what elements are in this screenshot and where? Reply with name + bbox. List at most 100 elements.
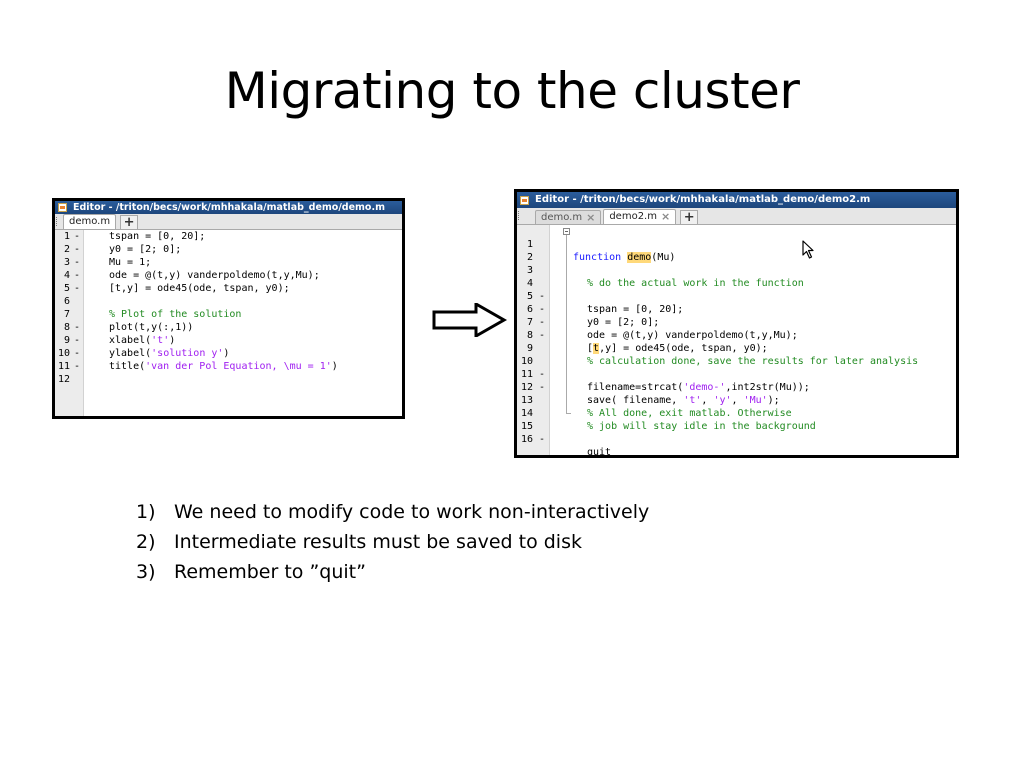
- breakpoint-marker[interactable]: -: [539, 382, 546, 393]
- editor-tab-bar: demo.m +: [55, 214, 402, 230]
- code-token: save( filename,: [587, 395, 684, 406]
- close-tab-icon[interactable]: ×: [660, 210, 671, 223]
- code-text: [t,y] = ode45(ode, tspan, y0);: [109, 283, 290, 294]
- code-text: y0 = [2; 0];: [587, 317, 660, 328]
- line-number: 15: [520, 421, 533, 432]
- tab-grip-icon[interactable]: [56, 217, 59, 226]
- breakpoint-marker[interactable]: -: [74, 283, 81, 294]
- code-text: ode = @(t,y) vanderpoldemo(t,y,Mu);: [109, 270, 320, 281]
- matlab-editor-icon: [520, 195, 529, 205]
- list-number: 3): [136, 561, 156, 583]
- code-text: ylabel('solution y'): [109, 347, 229, 360]
- line-number: 1: [526, 239, 533, 250]
- code-token: ,int2str(Mu));: [725, 382, 810, 393]
- fold-collapse-icon[interactable]: [563, 228, 570, 235]
- code-line: 12: [55, 373, 402, 386]
- string-token: 't': [151, 335, 170, 346]
- line-number: 8: [526, 330, 533, 341]
- list-item: 3) Remember to ”quit”: [136, 557, 649, 587]
- editor-tab-bar: demo.m × demo2.m × +: [517, 208, 956, 225]
- breakpoint-marker[interactable]: -: [539, 434, 546, 445]
- highlighted-token: t: [593, 343, 600, 354]
- code-text: plot(t,y(:,1)): [109, 322, 194, 333]
- breakpoint-marker[interactable]: -: [539, 369, 546, 380]
- breakpoint-marker[interactable]: -: [74, 231, 81, 242]
- code-line: 6 - ode = @(t,y) vanderpoldemo(t,y,Mu);: [517, 290, 956, 341]
- list-item: 2)Intermediate results must be saved to …: [136, 527, 649, 557]
- string-token: 'solution y': [151, 348, 224, 359]
- line-number: 2: [63, 244, 70, 255]
- matlab-editor-icon: [58, 203, 67, 212]
- breakpoint-marker[interactable]: -: [74, 244, 81, 255]
- breakpoint-marker[interactable]: -: [74, 348, 81, 359]
- code-line: 8- plot(t,y(:,1)): [55, 321, 402, 334]
- code-token: ): [169, 335, 176, 346]
- tab-demo2-m[interactable]: demo2.m ×: [603, 209, 677, 224]
- breakpoint-marker[interactable]: -: [539, 330, 546, 341]
- code-line: 4-ode = @(t,y) vanderpoldemo(t,y,Mu);: [55, 269, 402, 282]
- code-token: ] = ode45(ode, tspan, y0);: [611, 343, 768, 354]
- code-line: 2: [517, 238, 956, 263]
- slide-title: Migrating to the cluster: [224, 62, 800, 120]
- code-text: function demo(Mu): [573, 251, 675, 264]
- code-text: y0 = [2; 0];: [109, 244, 182, 255]
- code-text: tspan = [0, 20];: [587, 304, 684, 315]
- editor-title: Editor - /triton/becs/work/mhhakala/matl…: [535, 194, 871, 205]
- line-number: 10: [57, 348, 70, 359]
- code-line: 11-title('van der Pol Equation, \mu = 1'…: [55, 360, 402, 373]
- add-tab-button[interactable]: +: [680, 210, 699, 225]
- breakpoint-marker[interactable]: -: [74, 257, 81, 268]
- breakpoint-marker[interactable]: -: [539, 317, 546, 328]
- code-text: xlabel('t'): [109, 334, 175, 347]
- line-number: 12: [57, 374, 70, 385]
- code-text: filename=strcat('demo-',int2str(Mu));: [587, 381, 810, 394]
- code-editor[interactable]: 1 function demo(Mu) 2 3 % do the actual …: [517, 225, 956, 455]
- line-number: 8: [63, 322, 70, 333]
- breakpoint-marker[interactable]: -: [539, 291, 546, 302]
- tab-label: demo.m: [69, 216, 111, 227]
- code-token: y: [605, 343, 612, 354]
- string-token: 'y': [713, 395, 732, 406]
- code-token: xlabel(: [109, 335, 152, 346]
- breakpoint-marker[interactable]: -: [74, 335, 81, 346]
- fold-guide-line: [566, 235, 567, 413]
- line-number-gutter: [517, 225, 550, 455]
- line-number-gutter: [55, 230, 84, 416]
- list-text: Intermediate results must be saved to di…: [174, 531, 582, 553]
- line-number: 12: [520, 382, 533, 393]
- line-number: 14: [520, 408, 533, 419]
- line-number: 4: [526, 278, 533, 289]
- breakpoint-marker[interactable]: -: [74, 270, 81, 281]
- close-tab-icon[interactable]: ×: [586, 210, 596, 224]
- code-line: 9-xlabel('t'): [55, 334, 402, 347]
- editor-window-demo: Editor - /triton/becs/work/mhhakala/matl…: [52, 198, 405, 419]
- code-line: 6: [55, 295, 402, 308]
- tab-demo-m[interactable]: demo.m ×: [535, 210, 602, 224]
- list-item: 1)We need to modify code to work non-int…: [136, 497, 649, 527]
- line-number: 3: [63, 257, 70, 268]
- code-line: 5-[t,y] = ode45(ode, tspan, y0);: [55, 282, 402, 295]
- code-line: 7% Plot of the solution: [55, 308, 402, 321]
- code-line: 4 - tspan = [0, 20];: [517, 264, 956, 315]
- code-text: tspan = [0, 20];: [109, 231, 206, 242]
- comment-text: % job will stay idle in the background: [587, 421, 816, 432]
- line-number: 6: [526, 304, 533, 315]
- tab-demo-m[interactable]: demo.m: [63, 214, 117, 229]
- code-text: Mu = 1;: [109, 257, 152, 268]
- line-number: 5: [526, 291, 533, 302]
- code-editor[interactable]: 1-tspan = [0, 20];2-y0 = [2; 0];3-Mu = 1…: [55, 230, 402, 416]
- code-token: title(: [109, 361, 146, 372]
- comment-text: % Plot of the solution: [109, 309, 242, 320]
- add-tab-button[interactable]: +: [120, 215, 139, 230]
- list-text: Remember to ”quit”: [174, 561, 366, 583]
- editor-titlebar: Editor - /triton/becs/work/mhhakala/matl…: [517, 192, 956, 208]
- code-line: 11 - save( filename, 't', 'y', 'Mu');: [517, 355, 956, 406]
- code-token: ,: [701, 395, 714, 406]
- list-number: 1): [136, 501, 156, 523]
- tab-grip-icon[interactable]: [518, 211, 521, 220]
- breakpoint-marker[interactable]: -: [539, 304, 546, 315]
- breakpoint-marker[interactable]: -: [74, 361, 81, 372]
- steps-list: 1)We need to modify code to work non-int…: [136, 497, 649, 587]
- breakpoint-marker[interactable]: -: [74, 322, 81, 333]
- comment-text: % All done, exit matlab. Otherwise: [587, 408, 792, 419]
